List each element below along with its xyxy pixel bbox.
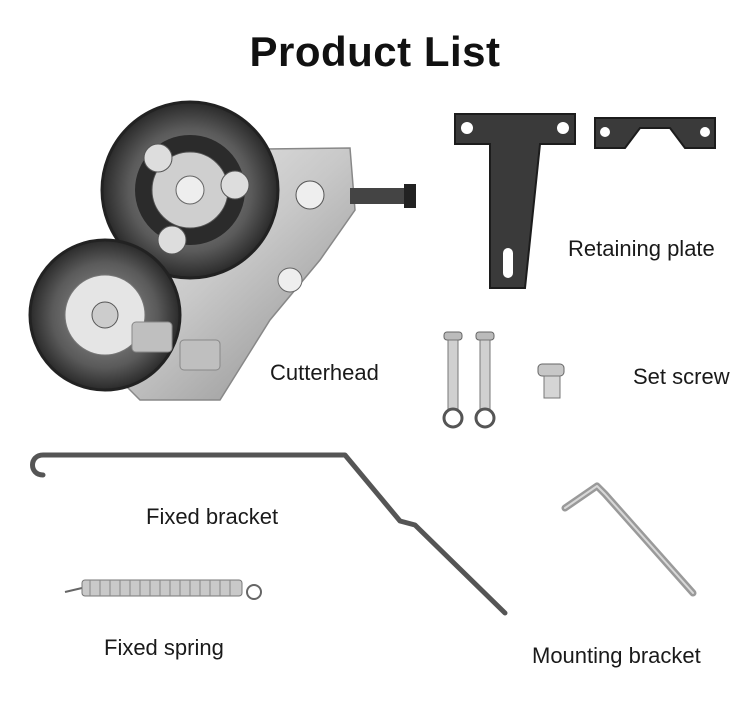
retaining-plate-label: Retaining plate bbox=[568, 236, 715, 261]
page-title: Product List bbox=[249, 28, 501, 75]
cutterhead-image bbox=[28, 100, 416, 401]
cutterhead-label: Cutterhead bbox=[270, 360, 379, 385]
fixed-spring-image bbox=[64, 579, 262, 600]
fixed-spring-label: Fixed spring bbox=[104, 635, 224, 660]
fixed-bracket-image bbox=[30, 452, 508, 616]
retaining-plate-image bbox=[454, 113, 716, 289]
mounting-bracket-image bbox=[561, 482, 697, 597]
mounting-bracket-label: Mounting bracket bbox=[532, 643, 701, 668]
screws-image bbox=[442, 331, 565, 429]
fixed-bracket-label: Fixed bracket bbox=[146, 504, 279, 529]
set-screw-label: Set screw bbox=[633, 364, 730, 389]
